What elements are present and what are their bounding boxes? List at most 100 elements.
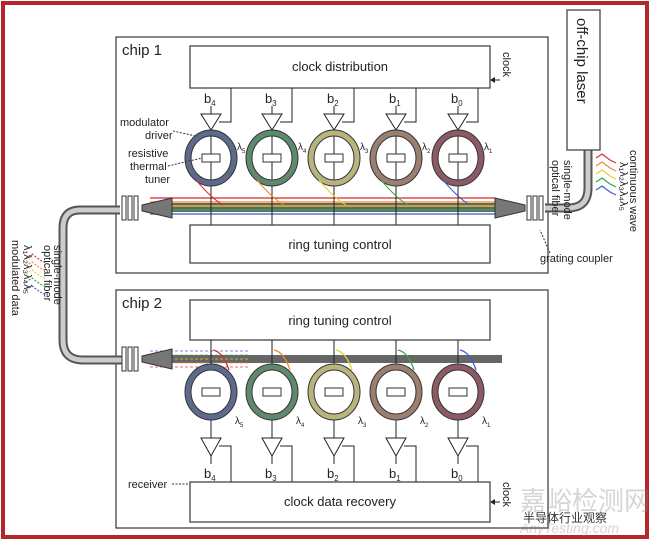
ring-outline [369, 363, 423, 421]
spectrum-line-0 [25, 253, 47, 264]
bus-waveguide [150, 203, 495, 212]
continuous-wave-label: continuous wave [627, 150, 639, 232]
thermal-tuner-icon [386, 153, 406, 163]
modulator-label-2: driver [145, 130, 173, 142]
ring-modulator-icon [432, 130, 484, 186]
ring-outline [184, 129, 238, 187]
tuner-leader [167, 157, 203, 167]
modulated-data-lambdas: λ₁λ₂λ₃λ₄λ₅ [21, 245, 33, 294]
clock-line [342, 88, 355, 123]
thermal-tuner-icon [448, 387, 468, 397]
ring-inner-outline [375, 369, 417, 415]
ring-tuning-control-label-2: ring tuning control [288, 313, 391, 328]
wavelength-label: λ5 [237, 142, 246, 155]
coupler-grating [532, 195, 538, 221]
ring-inner-outline [313, 369, 355, 415]
tuner-label-1: resistive [128, 148, 168, 160]
wavelength-label: λ3 [360, 142, 369, 155]
off-chip-laser-label: off-chip laser [573, 18, 590, 104]
link-fiber-label-2: optical fiber [41, 245, 53, 302]
bit-label: b2 [327, 466, 339, 483]
modulator-driver-icon [200, 113, 222, 131]
bit-label: b4 [204, 91, 216, 108]
bit-label: b4 [204, 466, 216, 483]
clock-line [280, 445, 293, 482]
clock-arrowhead-icon [490, 77, 495, 83]
receiver-icon [200, 437, 222, 458]
receiver-icon [385, 437, 407, 458]
grating-coupler-leader [539, 229, 551, 254]
wavelength-label: λ4 [298, 142, 307, 155]
wavelength-label: λ1 [482, 416, 491, 429]
coupler-grating [526, 195, 532, 221]
ring-inner-outline [437, 135, 479, 181]
dropped-light [335, 349, 353, 371]
channel-0: b4 λ5 [184, 88, 246, 225]
coupler-grating [133, 195, 139, 221]
thermal-tuner-icon [324, 153, 344, 163]
clock-distribution-box [189, 45, 491, 89]
wavelength-label: λ4 [296, 416, 305, 429]
dropped-light [212, 349, 230, 371]
modulator-driver-icon [447, 113, 469, 131]
spectrum-line-1 [25, 261, 47, 272]
ring-outline [307, 129, 361, 187]
coupler-grating [121, 346, 127, 372]
coupled-light [318, 179, 347, 206]
ring-inner-outline [375, 135, 417, 181]
dropped-light [273, 349, 291, 371]
watermark-cn: 嘉峪检测网 [520, 486, 650, 516]
chip-1: chip 1 clock distribution clock modulato… [115, 36, 549, 274]
wavelength-label: λ1 [484, 142, 493, 155]
clock-line [466, 445, 479, 482]
coupler-grating [127, 346, 133, 372]
spectrum-line-2 [595, 169, 617, 180]
spectrum-line-0 [595, 153, 617, 164]
ring-inner-outline [251, 135, 293, 181]
watermark-source: 半导体行业观察 [523, 511, 607, 525]
bus-waveguide-2 [150, 355, 502, 363]
wavelength-label: λ2 [422, 142, 431, 155]
coupler-taper [494, 197, 526, 219]
wavelength-label: λ2 [420, 416, 429, 429]
coupled-light [442, 179, 471, 206]
ring-inner-outline [251, 369, 293, 415]
clock-distribution-label: clock distribution [292, 59, 388, 74]
clock-input-label-2: clock [500, 482, 512, 508]
laser-fiber-label-1: single-mode [561, 160, 573, 220]
bit-label: b1 [389, 466, 401, 483]
coupler-grating [133, 346, 139, 372]
coupled-light [195, 179, 224, 206]
clock-arrowhead-icon-2 [490, 499, 495, 505]
link-fiber-core [60, 207, 122, 363]
spectrum-line-3 [25, 277, 47, 288]
coupled-light [380, 179, 409, 206]
wavelength-label: λ5 [235, 416, 244, 429]
ring-tuning-control-box-2 [189, 299, 491, 341]
continuous-wave-lambdas: λ₁λ₂λ₃λ₄λ₅ [617, 162, 629, 211]
right-grating-coupler-chip1 [494, 195, 544, 221]
ring-inner-outline [190, 369, 232, 415]
continuous-wave-spectrum [595, 153, 617, 196]
chip-2-title: chip 2 [122, 295, 162, 312]
clock-data-recovery-box [189, 481, 491, 523]
ring-tuning-control-box-1 [189, 224, 491, 264]
off-chip-laser-box [566, 9, 601, 151]
clock-line [404, 445, 417, 482]
ring-inner-outline [190, 135, 232, 181]
modulated-data-label: modulated data [9, 240, 21, 317]
channel-2-0: λ5 b4 [184, 340, 244, 483]
bit-label: b3 [265, 466, 277, 483]
coupled-light [256, 179, 285, 206]
ring-outline [431, 129, 485, 187]
dropped-light [459, 349, 477, 371]
ring-outline [245, 129, 299, 187]
thermal-tuner-icon [448, 153, 468, 163]
